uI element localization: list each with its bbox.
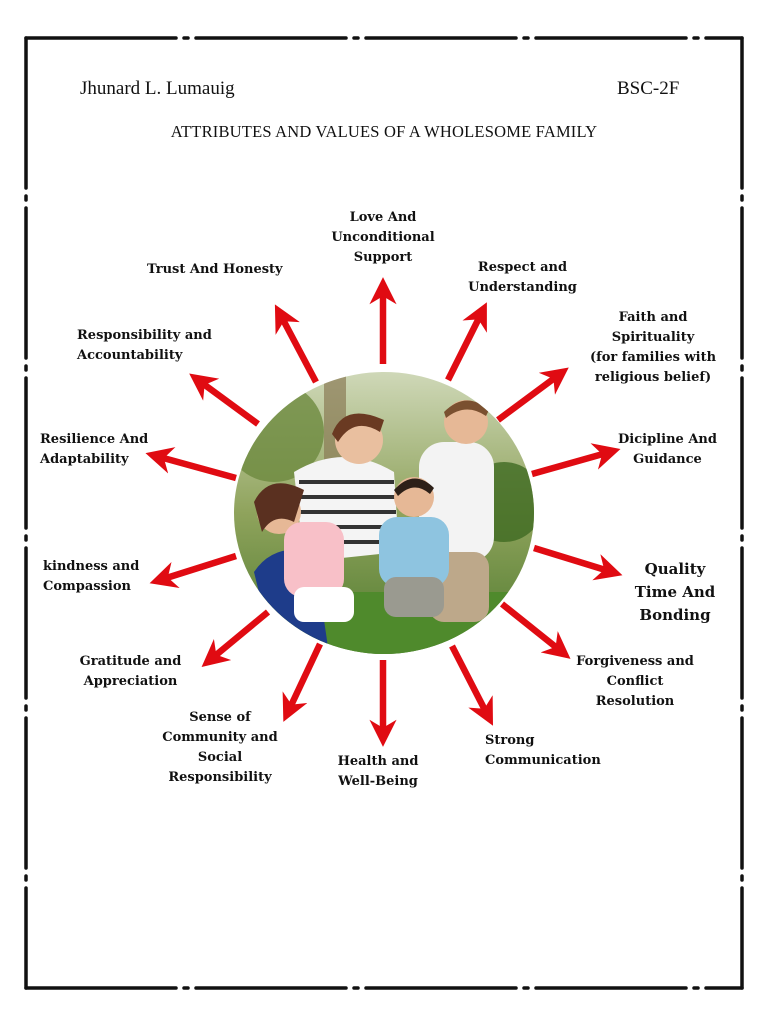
arrow-discipline xyxy=(531,443,621,478)
attribute-trust: Trust And Honesty xyxy=(147,262,283,277)
attribute-communication: Strong Communication xyxy=(485,733,601,768)
arrow-community xyxy=(282,642,323,722)
attribute-love: Love And Unconditional Support xyxy=(331,210,435,265)
arrow-communication xyxy=(449,644,493,726)
arrow-forgiveness xyxy=(499,601,571,659)
arrow-trust xyxy=(274,304,319,384)
attribute-gratitude: Gratitude and Appreciation xyxy=(79,654,182,689)
section-code: BSC-2F xyxy=(617,78,680,99)
attribute-discipline: Dicipline And Guidance xyxy=(618,432,717,467)
attribute-kindness: kindness and Compassion xyxy=(43,559,140,594)
arrow-responsibility xyxy=(189,373,260,427)
attribute-community: Sense of Community and Social Responsibi… xyxy=(162,710,278,785)
attribute-respect: Respect and Understanding xyxy=(468,260,577,295)
attribute-responsibility: Responsibility and Accountability xyxy=(77,328,212,363)
arrow-quality-time xyxy=(533,544,623,581)
arrow-gratitude xyxy=(201,609,271,667)
arrow-resilience xyxy=(145,447,237,482)
attribute-resilience: Resilience And Adaptability xyxy=(40,432,149,467)
attribute-forgiveness: Forgiveness and Conflict Resolution xyxy=(576,654,694,709)
document-title: ATTRIBUTES AND VALUES OF A WHOLESOME FAM… xyxy=(170,122,598,141)
family-photo-icon xyxy=(234,372,534,654)
attribute-quality-time: Quality Time And Bonding xyxy=(634,560,716,624)
attribute-faith: Faith and Spirituality (for families wit… xyxy=(589,310,717,385)
arrow-kindness xyxy=(149,552,237,589)
attribute-health: Health and Well-Being xyxy=(337,754,419,789)
author-name: Jhunard L. Lumauig xyxy=(80,78,235,99)
arrow-faith xyxy=(496,367,569,423)
arrow-respect xyxy=(445,302,487,382)
